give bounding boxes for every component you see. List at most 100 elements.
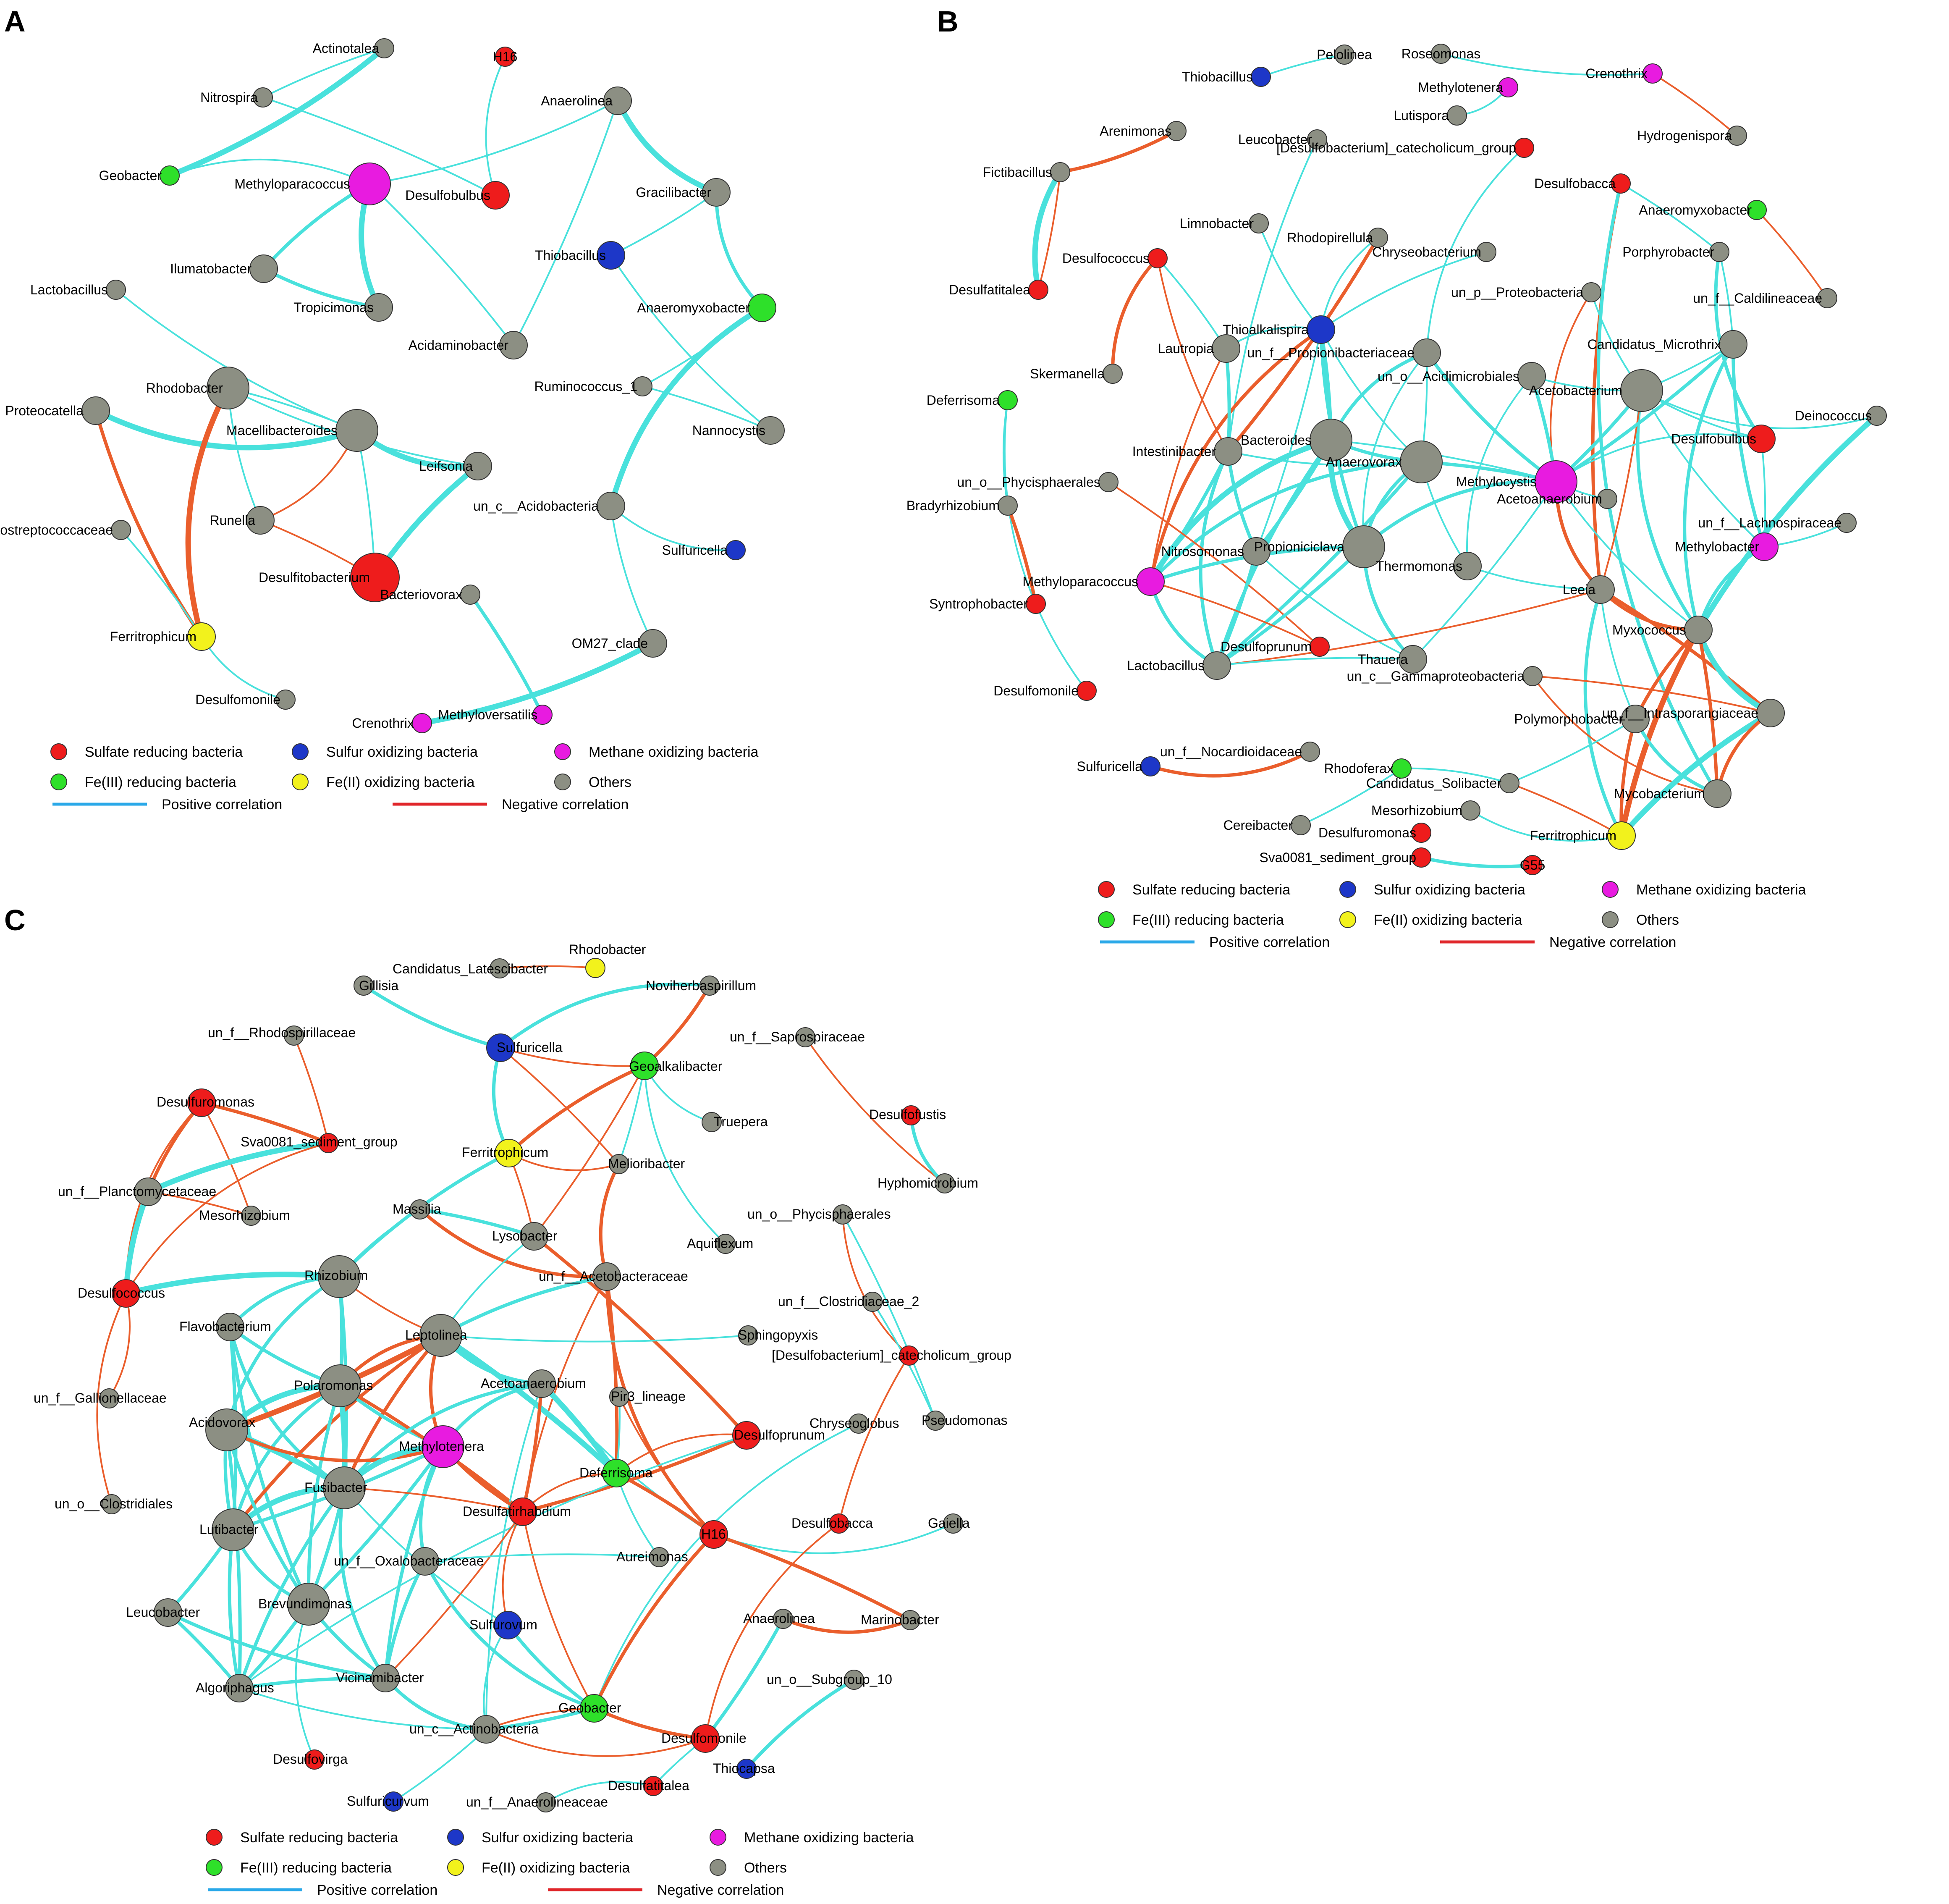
negative-edge-desulfuromonas-sva0081-sediment-group	[200, 1101, 330, 1145]
node-desulfomonile	[275, 690, 296, 710]
node-label-algoriphagus: Algoriphagus	[196, 1680, 274, 1695]
node-desulfoprunum	[1310, 637, 1330, 657]
node-un-o-phycisphaerales	[833, 1204, 853, 1225]
negative-edge-acidovorax-methylotenera	[225, 1428, 445, 1463]
node-label-flavobacterium: Flavobacterium	[179, 1319, 271, 1334]
node-label-rhodobacter: Rhodobacter	[569, 942, 646, 957]
node-anaerovorax	[1400, 441, 1443, 483]
node-acetobacterium	[1620, 369, 1663, 412]
positive-edge-acidovorax-algoriphagus	[225, 1428, 242, 1690]
positive-edge-nitrosomonas-thauera	[1255, 551, 1414, 660]
node-label-desulfobacca: Desulfobacca	[1534, 176, 1616, 191]
node-label-bradyrhizobium: Bradyrhizobium	[906, 498, 1000, 513]
positive-edge-desulfobulbus-methylobacter	[1760, 438, 1766, 548]
node-gaiella	[943, 1513, 963, 1534]
node-label-methylocystis: Methylocystis	[1456, 474, 1537, 489]
node-acetoanaerobium	[527, 1369, 556, 1398]
node-desulfuromonas	[1411, 823, 1431, 843]
positive-edge-noviherbaspirillum-sulfuricella	[499, 982, 711, 1049]
positive-edge-intestinibacter-nitrosomonas	[1226, 450, 1258, 553]
node-un-f-acetobacteraceae	[592, 1262, 621, 1291]
negative-edge-un-f-gallionellaceae-desulfococcus	[108, 1293, 131, 1399]
node-desulfobacterium-catecholicum-group	[1514, 138, 1534, 158]
node-un-c-acidobacteria	[597, 492, 625, 520]
node-sphingopyxis	[738, 1325, 758, 1345]
node-label-un-o-acidimicrobiales: un_o__Acidimicrobiales	[1378, 369, 1519, 384]
node-label-sulfuricurvum: Sulfuricurvum	[347, 1794, 429, 1809]
node-proteocatella	[81, 396, 110, 425]
positive-edge-sphingopyxis-leptolinea	[440, 1335, 749, 1343]
positive-edge-polymorphobacter-candidatus-solibacter	[1509, 718, 1636, 784]
negative-edge-h16-geobacter	[592, 1533, 715, 1710]
node-label-propioniciclava: Propioniciclava	[1254, 539, 1344, 554]
positive-edge-myxococcus-un-f-intrasporangiaceae	[1695, 627, 1773, 716]
node-cereibacter	[1291, 815, 1311, 835]
node-chryseobacterium	[1476, 242, 1496, 262]
node-label-ferritrophicum: Ferritrophicum	[110, 629, 196, 644]
legend-label-other: Others	[589, 774, 631, 790]
negative-edge-sva0081-sediment-group-desulfococcus	[125, 1142, 329, 1294]
node-fusibacter	[323, 1466, 366, 1509]
positive-edge-un-f-propionibacteriaceae-methylocystis	[1425, 351, 1558, 483]
negative-edge-leptolinea-fusibacter	[343, 1334, 443, 1490]
node-label-desulfofustis: Desulfofustis	[869, 1107, 946, 1122]
node-un-p-proteobacteria	[1581, 282, 1601, 302]
positive-edge-un-c-actinobacteria-sulfuricurvum	[393, 1728, 487, 1802]
node-label-sva0081-sediment-group: Sva0081_sediment_group	[241, 1134, 398, 1149]
node-aureimonas	[649, 1547, 669, 1567]
legend-label-negative: Negative correlation	[657, 1882, 784, 1898]
positive-edge-geobacter-actinotalea	[167, 45, 387, 178]
node-methylotenera	[1498, 77, 1518, 97]
node-label-anaerolinea: Anaerolinea	[743, 1611, 815, 1626]
positive-edge-un-f-oxalobacteraceae-aureimonas	[424, 1553, 660, 1562]
node-hydrogenispora	[1727, 126, 1747, 146]
node-label-mesorhizobium: Mesorhizobium	[199, 1208, 290, 1223]
node-label-nannocystis: Nannocystis	[692, 423, 765, 438]
legend-label-positive: Positive correlation	[317, 1882, 437, 1898]
negative-edge-massilia-un-f-acetobacteraceae	[418, 1208, 608, 1279]
legend-label-mob: Methane oxidizing bacteria	[744, 1830, 914, 1846]
node-label-rhizobium: Rhizobium	[304, 1268, 368, 1283]
panel-c-label: C	[4, 904, 26, 936]
node-label-thauera: Thauera	[1358, 652, 1408, 667]
node-sulfuricella	[726, 540, 746, 560]
node-anaerolinea	[773, 1609, 793, 1629]
positive-edge-anaerolinea-acidaminobacter	[513, 100, 618, 346]
node-label-desulfobacterium-catecholicum-group: [Desulfobacterium]_catecholicum_group	[1276, 140, 1516, 155]
positive-edge-limnobacter-thioalkalispira	[1258, 223, 1322, 330]
node-brevundimonas	[287, 1583, 330, 1626]
negative-edge-anaeromyxobacter-un-f-caldilineaceae	[1756, 209, 1828, 299]
node-hyphomicrobium	[935, 1173, 955, 1193]
node-label-thiocapsa: Thiocapsa	[713, 1761, 775, 1776]
node-thiobacillus	[1251, 67, 1271, 87]
positive-edge-ferritrophicum-desulfomonile	[201, 636, 286, 700]
node-desulfuromonas	[187, 1088, 216, 1117]
positive-edge-un-f-oxalobacteraceae-geobacter	[423, 1560, 596, 1710]
node-rhodobacter	[207, 367, 249, 409]
node-desulfobacca	[829, 1513, 849, 1534]
node-geobacter	[580, 1694, 608, 1723]
positive-edge-gracilibacter-thiobacillus	[610, 191, 717, 256]
legend-label-negative: Negative correlation	[502, 797, 629, 813]
positive-edge-intestinibacter-lactobacillus	[1199, 450, 1230, 667]
node-label-leptolinea: Leptolinea	[405, 1327, 467, 1343]
positive-edge-nitrospira-desulfobulbus	[262, 97, 496, 196]
node-label-sva0081-sediment-group: Sva0081_sediment_group	[1259, 850, 1416, 865]
node-ferritrophicum	[1607, 821, 1636, 850]
negative-edge-myxococcus-ferritrophicum	[1619, 627, 1701, 839]
node-leeia	[1586, 575, 1615, 604]
node-label-gillisia: Gillisia	[359, 978, 398, 993]
node-label-desulfobulbus: Desulfobulbus	[405, 188, 490, 203]
legend-label-positive: Positive correlation	[162, 797, 282, 813]
positive-edge-methylotenera-vicinamibacter	[384, 1445, 445, 1680]
positive-edge-algoriphagus-un-c-actinobacteria	[238, 1687, 487, 1730]
positive-edge-methyloparacoccus-acidaminobacter	[369, 183, 514, 346]
node-label-rhodopirellula: Rhodopirellula	[1287, 230, 1373, 245]
node-acidaminobacter	[499, 331, 528, 359]
positive-edge-anaerolinea-desulfomonile	[704, 1617, 785, 1740]
node-pelolinea	[1334, 45, 1354, 65]
node-label-thiobacillus: Thiobacillus	[1182, 69, 1253, 84]
node-thioalkalispira	[1307, 315, 1335, 344]
